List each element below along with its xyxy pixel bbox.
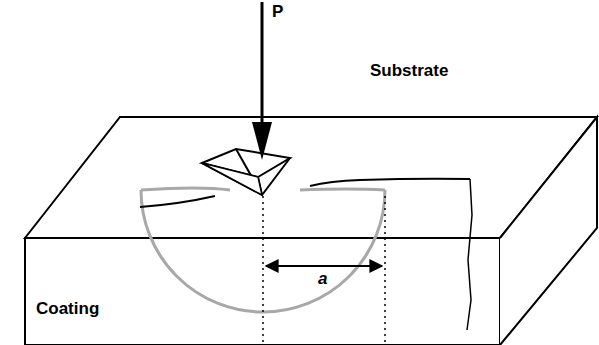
side-face (500, 117, 597, 345)
crack-surface (141, 188, 385, 190)
surface-crack (140, 179, 470, 207)
load-arrow-head (252, 122, 272, 160)
dimension-arrow (266, 265, 382, 267)
dimension-label: a (318, 270, 327, 289)
side-crack (467, 179, 472, 330)
indenter-top (202, 149, 290, 177)
indenter-face (202, 163, 262, 195)
indenter-edges (202, 149, 290, 195)
load-arrow-shaft (261, 2, 264, 125)
load-label: P (272, 3, 283, 22)
guide-line (262, 196, 264, 345)
guide-line (384, 196, 386, 345)
top-face (25, 117, 597, 238)
layer-label: Substrate (370, 62, 448, 81)
layer-label: Coating (36, 300, 99, 319)
